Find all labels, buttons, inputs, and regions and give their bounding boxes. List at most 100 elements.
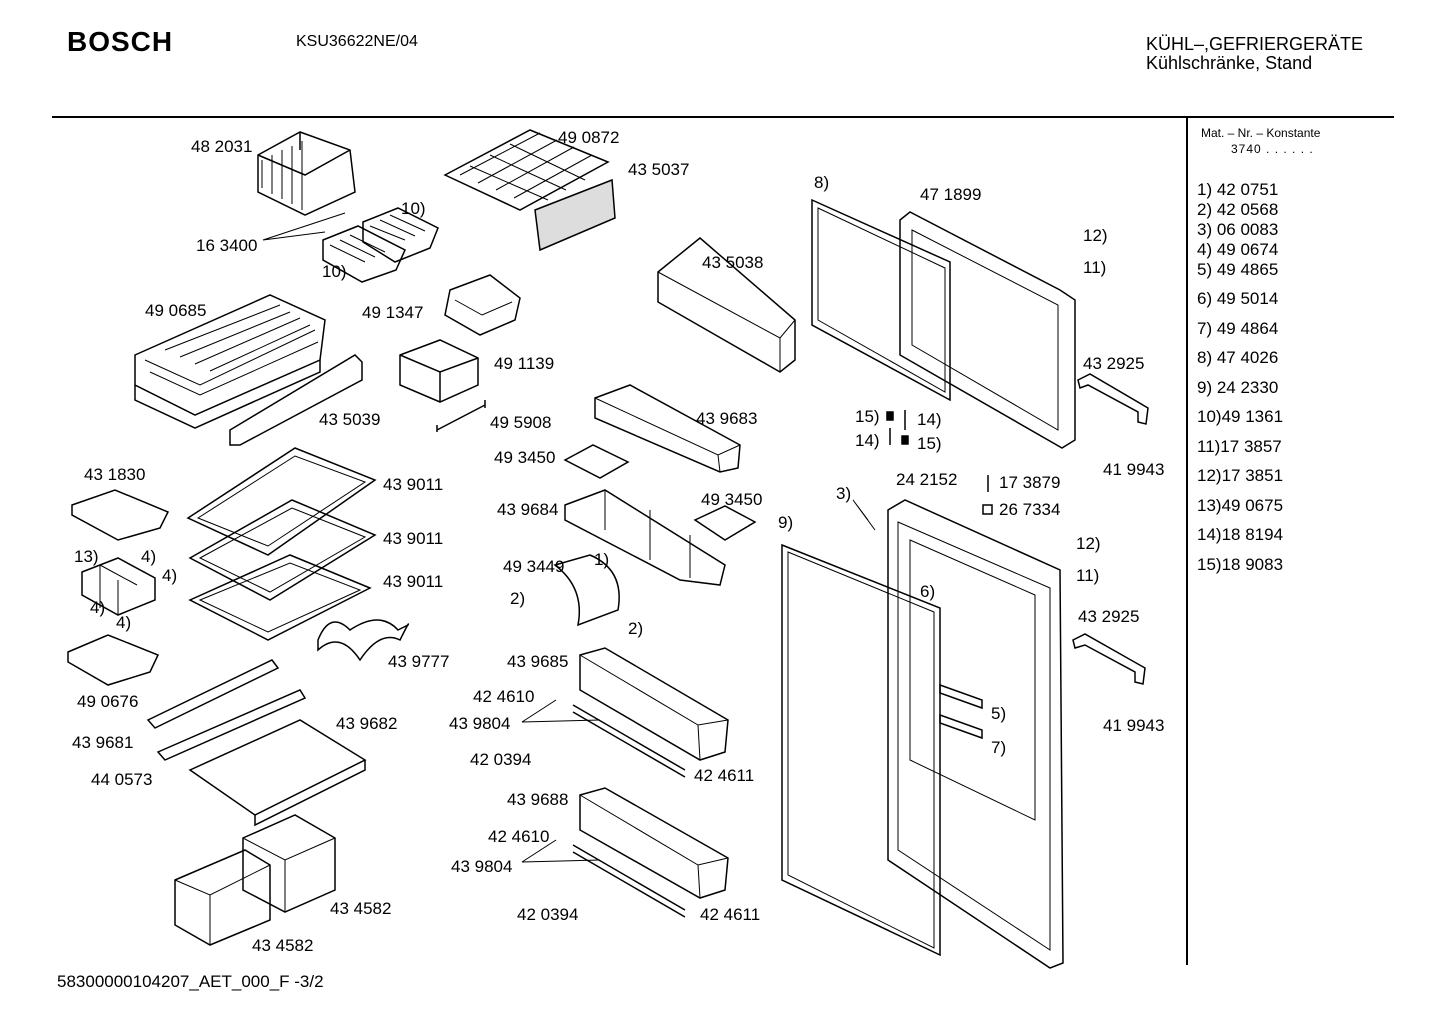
part-label: 44 0573 <box>91 770 153 789</box>
part-label: 1) <box>594 550 610 569</box>
part-label: 42 0394 <box>517 905 579 924</box>
part-label: 15) <box>855 407 880 426</box>
part-label: 49 3449 <box>503 557 565 576</box>
legend-item: 11)17 3857 <box>1197 437 1282 456</box>
part-label: 43 9804 <box>451 857 513 876</box>
part-label: 26 7334 <box>999 500 1061 519</box>
part-label: 11) <box>1076 566 1100 585</box>
part-label: 42 4611 <box>700 905 761 924</box>
part-label: 12) <box>1083 226 1108 245</box>
part-label: 8) <box>814 173 830 192</box>
legend-item: 5) 49 4865 <box>1197 260 1279 279</box>
part-label: 12) <box>1076 534 1101 553</box>
part-label: 4) <box>90 598 106 617</box>
legend-item: 15)18 9083 <box>1197 555 1284 574</box>
legend-item: 10)49 1361 <box>1197 407 1284 426</box>
part-label: 49 0676 <box>77 692 139 711</box>
part-label: 16 3400 <box>196 236 258 255</box>
legend-item: 7) 49 4864 <box>1197 319 1279 338</box>
header-divider <box>52 116 1394 118</box>
mat-nr-header: Mat. – Nr. – Konstante <box>1201 126 1321 140</box>
legend-item: 8) 47 4026 <box>1197 348 1279 367</box>
part-label: 14) <box>917 410 942 429</box>
part-label: 49 1347 <box>362 303 424 322</box>
category-title: KÜHL–,GEFRIERGERÄTE <box>1146 34 1364 54</box>
part-label: 7) <box>991 738 1007 757</box>
part-label: 47 1899 <box>920 185 982 204</box>
part-label: 42 0394 <box>470 750 532 769</box>
part-label: 4) <box>116 613 132 632</box>
part-label: 42 4610 <box>473 687 535 706</box>
part-label: 15) <box>917 434 942 453</box>
part-label: 42 4611 <box>694 766 755 785</box>
part-label: 2) <box>510 589 526 608</box>
legend-item: 2) 42 0568 <box>1197 200 1279 219</box>
part-label: 6) <box>920 582 936 601</box>
part-label: 10) <box>322 262 347 281</box>
part-label: 43 4582 <box>330 899 392 918</box>
legend-item: 4) 49 0674 <box>1197 240 1279 259</box>
part-label: 49 5908 <box>490 413 552 432</box>
freezer-door-drawing <box>811 198 1076 449</box>
part-label: 49 0685 <box>145 301 207 320</box>
part-label: 41 9943 <box>1103 460 1165 479</box>
part-label: 10) <box>401 199 426 218</box>
legend-item: 12)17 3851 <box>1197 466 1284 485</box>
legend-item: 6) 49 5014 <box>1197 289 1279 308</box>
part-label: 49 3450 <box>701 490 763 509</box>
part-label: 43 5039 <box>319 410 381 429</box>
legend-item: 14)18 8194 <box>1197 525 1284 544</box>
glass-shelf-drawing <box>186 447 377 641</box>
part-label: 43 9681 <box>72 733 134 752</box>
brand-logo: BOSCH <box>67 26 174 57</box>
part-label: 43 9011 <box>383 529 444 548</box>
part-label: 5) <box>991 704 1007 723</box>
drawer-bin-drawing <box>174 814 336 946</box>
fridge-door-drawing <box>781 499 1064 969</box>
part-label: 43 9683 <box>696 409 758 428</box>
ice-rack-drawing <box>257 131 356 216</box>
legend-item: 13)49 0675 <box>1197 496 1284 515</box>
part-label: 42 4610 <box>488 827 550 846</box>
part-label: 43 1830 <box>84 465 146 484</box>
part-label: 2) <box>628 619 644 638</box>
part-label: 43 9777 <box>388 652 450 671</box>
mat-nr-value: 3740 . . . . . . <box>1231 142 1314 156</box>
part-label: 43 9688 <box>507 790 569 809</box>
part-label: 49 3450 <box>494 448 556 467</box>
ice-tray-drawing <box>322 207 439 283</box>
crisper-drawer-drawing <box>134 294 326 429</box>
grid-shelf-drawing <box>443 129 610 211</box>
part-label: 14) <box>855 431 880 450</box>
part-label: 43 2925 <box>1078 607 1140 626</box>
part-label: 41 9943 <box>1103 716 1165 735</box>
part-label: 43 9684 <box>497 500 559 519</box>
part-label: 24 2152 <box>896 470 958 489</box>
side-panel-divider <box>1186 117 1188 965</box>
part-label: 43 9011 <box>383 572 444 591</box>
part-label: 4) <box>162 566 178 585</box>
part-label: 48 2031 <box>191 137 253 156</box>
legend-item: 3) 06 0083 <box>1197 220 1279 239</box>
part-label: 49 1139 <box>494 354 555 373</box>
part-label: 4) <box>141 547 157 566</box>
part-label: 13) <box>74 547 99 566</box>
part-label: 43 4582 <box>252 936 314 955</box>
part-label: 43 9682 <box>336 714 398 733</box>
category-subtitle: Kühlschränke, Stand <box>1146 53 1313 73</box>
part-label: 9) <box>778 513 794 532</box>
part-label: 43 5038 <box>702 253 764 272</box>
document-id: 58300000104207_AET_000_F -3/2 <box>57 972 324 991</box>
legend-item: 9) 24 2330 <box>1197 378 1279 397</box>
part-label: 43 9804 <box>449 714 511 733</box>
model-number: KSU36622NE/04 <box>296 33 418 50</box>
part-label: 11) <box>1083 258 1107 277</box>
part-label: 49 0872 <box>558 128 620 147</box>
part-label: 3) <box>836 484 852 503</box>
part-label: 43 2925 <box>1083 354 1145 373</box>
part-label: 17 3879 <box>999 473 1061 492</box>
legend-item: 1) 42 0751 <box>1197 180 1279 199</box>
part-label: 43 9685 <box>507 652 569 671</box>
part-label: 43 9011 <box>383 475 444 494</box>
